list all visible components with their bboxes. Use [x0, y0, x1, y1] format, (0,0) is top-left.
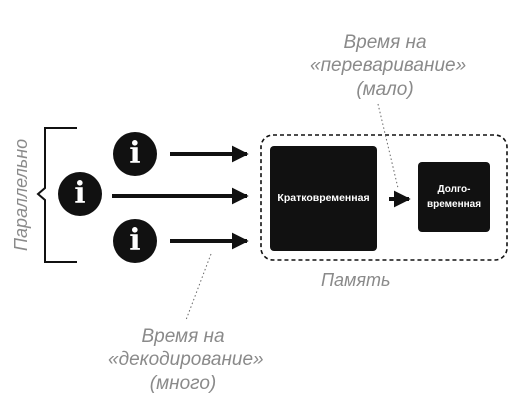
- short-term-memory-label: Кратковременная: [277, 192, 370, 204]
- decoding-caption-line2: «декодирование»: [108, 349, 264, 370]
- info-icon-bottom: [113, 219, 157, 263]
- digestion-caption-line3: (мало): [356, 79, 414, 100]
- long-term-memory-box: [418, 162, 490, 232]
- memory-container: [260, 134, 508, 261]
- long-term-memory-label: Долго- временная: [418, 162, 490, 232]
- info-glyph-top: i: [129, 136, 141, 171]
- digestion-caption-line1: Время на: [343, 32, 427, 53]
- parallel-bracket: [36, 127, 77, 263]
- parallel-label: Параллельно: [11, 138, 31, 251]
- info-icon-top: [113, 132, 157, 176]
- digestion-leader-line: [377, 103, 399, 189]
- info-icon-middle: [58, 172, 102, 216]
- digestion-caption-line2: «переваривание»: [310, 55, 467, 76]
- long-term-memory-label-line1: Долго-: [437, 184, 471, 195]
- decoding-caption-line3: (много): [149, 373, 217, 394]
- memory-label: Память: [321, 270, 391, 290]
- long-term-memory-label-line2: временная: [426, 199, 482, 210]
- info-glyph-middle: i: [74, 176, 86, 211]
- decoding-leader-line: [185, 253, 212, 321]
- decoding-caption-line1: Время на: [141, 326, 225, 347]
- short-term-memory-box: [270, 146, 377, 251]
- info-glyph-bottom: i: [129, 223, 141, 258]
